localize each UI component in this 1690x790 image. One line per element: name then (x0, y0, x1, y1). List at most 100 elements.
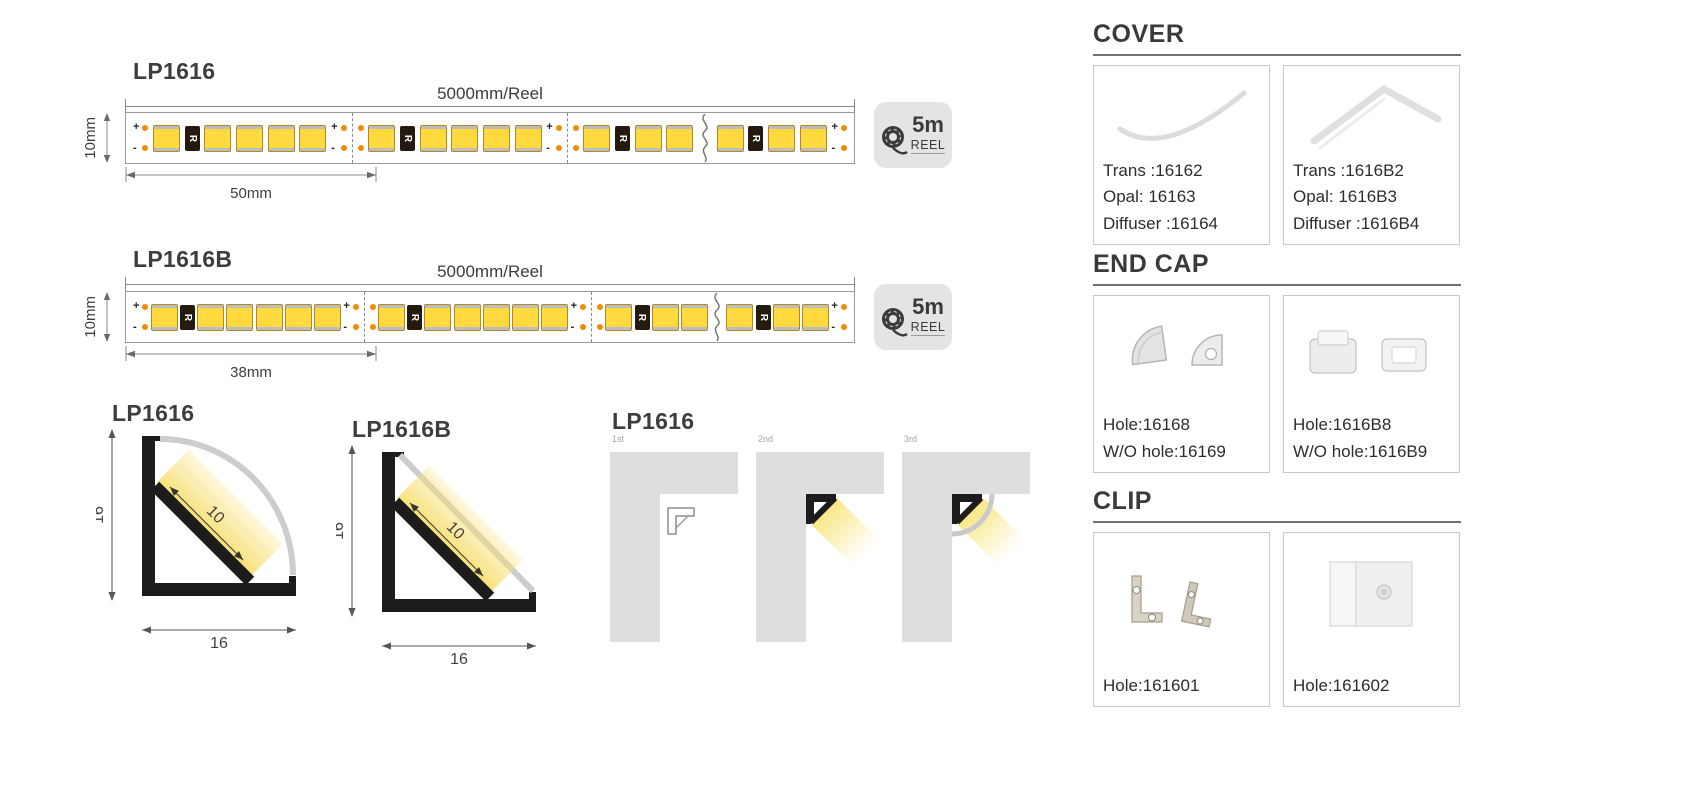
reel-icon (882, 308, 908, 337)
strip2-length-label: 5000mm/Reel (425, 262, 555, 282)
resistor-module: R (615, 125, 631, 151)
solder-pad-column (580, 304, 587, 330)
solder-pad (142, 304, 149, 310)
led-module (768, 124, 796, 152)
strip2-height-label: 10mm (82, 296, 99, 338)
endcap-box-lp1616b: Hole:1616B8 W/O hole:1616B9 (1283, 295, 1460, 473)
cover-trans-image (1117, 90, 1246, 141)
section-rule (1093, 284, 1461, 286)
polarity-labels: +- (546, 121, 553, 154)
cut-point: +- (331, 113, 364, 163)
led-module (368, 124, 396, 152)
led-module (451, 124, 479, 152)
cover-heading: COVER (1093, 20, 1185, 48)
profile-cross-section-lp1616: 16 16 10 (96, 429, 296, 652)
led-module (204, 124, 232, 152)
badge-reel-label: REEL (910, 320, 946, 336)
dimension-line (125, 284, 855, 285)
endcap-section: END CAP Hole (1093, 250, 1461, 473)
led-module (153, 124, 181, 152)
dimension-tick (125, 99, 126, 114)
clip-metal-image (1130, 575, 1211, 628)
led-module (482, 124, 510, 152)
strip2-pitch-label: 38mm (230, 364, 272, 380)
endcap-hole-code: Hole:16168 (1103, 415, 1190, 435)
section-rule (1093, 521, 1461, 523)
solder-pad-column (369, 304, 376, 330)
solder-pad (840, 324, 847, 330)
solder-pad (352, 304, 359, 310)
strip1-pitch-label: 50mm (230, 185, 272, 201)
solder-pad (369, 304, 376, 310)
led-module (799, 124, 827, 152)
pad-cluster: +- (831, 113, 847, 163)
solder-pad-column (572, 125, 579, 151)
cover-opal-code: Opal: 1616B3 (1293, 187, 1397, 207)
solder-pad (555, 125, 562, 131)
led-module (424, 303, 452, 331)
polarity-labels: +- (570, 300, 578, 333)
led-module (772, 303, 800, 331)
cover-box-lp1616: Trans :16162 Opal: 16163 Diffuser :16164 (1093, 65, 1270, 245)
solder-pad (597, 304, 604, 310)
cover-box-lp1616b: Trans :1616B2 Opal: 1616B3 Diffuser :161… (1283, 65, 1460, 245)
led-module (226, 303, 254, 331)
pad-cluster: +- (831, 292, 847, 342)
resistor-module: R (179, 304, 195, 330)
reel-icon (882, 126, 908, 155)
cut-point: +- (546, 113, 579, 163)
clip-hole-code: Hole:161601 (1103, 675, 1200, 695)
cover-diffuser-code: Diffuser :1616B4 (1293, 213, 1420, 233)
round-cover-arc (159, 436, 296, 576)
endcap-hole-code: Hole:1616B8 (1293, 415, 1392, 435)
clip-hole-code: Hole:161602 (1293, 675, 1390, 695)
solder-pad (580, 324, 587, 330)
install-step-1: 1st (610, 434, 738, 642)
led-module (377, 303, 405, 331)
strip2-pitch-dimension: 38mm (125, 346, 377, 380)
pad-cluster: +- (133, 113, 149, 163)
cover-trans-code: Trans :16162 (1103, 160, 1203, 180)
vertical-arrow (103, 292, 111, 342)
strip1-length-label: 5000mm/Reel (425, 84, 555, 104)
profile1-title: LP1616 (112, 400, 195, 426)
led-module (284, 303, 312, 331)
resistor-module: R (184, 125, 200, 151)
solder-pad (357, 145, 364, 151)
dimension-tick (125, 277, 126, 292)
solder-pad (340, 145, 347, 151)
resistor-module: R (748, 125, 764, 151)
strip1-pitch-dimension: 50mm (125, 167, 377, 201)
resistor-module: R (407, 304, 423, 330)
solder-pad-column (357, 125, 364, 151)
solder-pad (840, 125, 847, 131)
dimension-tick (854, 277, 855, 292)
resistor-module: R (634, 304, 650, 330)
profile1-width-dim: 16 (210, 635, 228, 652)
solder-pad-column (597, 304, 604, 330)
solder-pad-column (352, 304, 359, 330)
cut-point: +- (343, 292, 376, 342)
led-module (197, 303, 225, 331)
polarity-labels: +- (133, 121, 140, 154)
led-module (255, 303, 283, 331)
polarity-labels: +- (331, 121, 338, 154)
reel-badge-lp1616: 5m REEL (874, 102, 952, 168)
led-glow (957, 498, 1025, 566)
polarity-labels: +- (831, 121, 838, 154)
led-module (726, 303, 754, 331)
cover-angled-image (1310, 85, 1441, 150)
endcap-square-image (1308, 330, 1427, 374)
cover-trans-code: Trans :1616B2 (1293, 160, 1404, 180)
led-module (236, 124, 264, 152)
led-module (314, 303, 342, 331)
profile2-height-dim: 16 (336, 522, 347, 540)
led-glow (397, 466, 523, 592)
solder-pad (357, 125, 364, 131)
led-module (419, 124, 447, 152)
dimension-line (125, 106, 855, 107)
solder-pad (572, 145, 579, 151)
profile2-title: LP1616B (352, 416, 452, 442)
